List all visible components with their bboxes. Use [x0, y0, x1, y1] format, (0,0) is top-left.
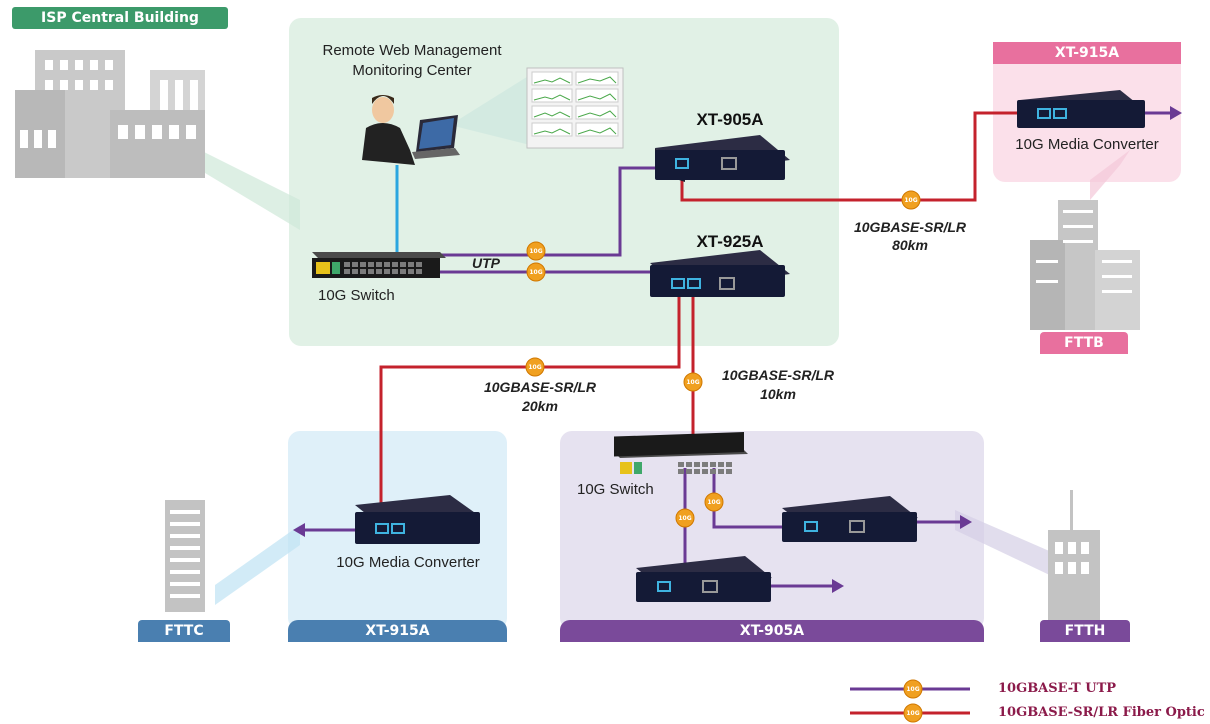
switch-bottom-label: 10G Switch	[577, 481, 654, 498]
monitoring-label-line1: Remote Web Management	[322, 42, 502, 59]
badge-legend-fiber	[903, 703, 923, 723]
legend-fiber-label: 10GBASE-SR/LR Fiber Optic	[998, 705, 1205, 720]
ftth-beam	[955, 510, 1070, 580]
fttb-badge: FTTB	[1040, 332, 1128, 354]
fttb-beam	[1090, 150, 1130, 200]
xt915a-bottom-badge: XT-915A	[288, 620, 507, 642]
isp-building-badge: ISP Central Building	[12, 7, 228, 29]
fttc-badge: FTTC	[138, 620, 230, 642]
operator-icon	[362, 95, 460, 165]
xt925a-device	[650, 250, 790, 297]
monitor-beam	[450, 75, 530, 145]
link-20km-line1: 10GBASE-SR/LR	[483, 379, 597, 395]
legend-utp-label: 10GBASE-T UTP	[998, 681, 1117, 696]
xt905a-bottom-badge: XT-905A	[560, 620, 984, 642]
arrow-left-1	[293, 523, 305, 537]
link-10km-line1: 10GBASE-SR/LR	[721, 367, 835, 383]
badge-10g-text-2: 10G	[904, 197, 917, 204]
monitoring-label-line2: Monitoring Center	[352, 62, 472, 79]
switch-top-icon	[312, 252, 446, 278]
switch-top-label: 10G Switch	[318, 287, 395, 304]
media-converter-right-label: 10G Media Converter	[1015, 136, 1159, 153]
badge-legend-utp	[903, 679, 923, 699]
utp-switch2-to-xt905a-a	[712, 468, 782, 529]
fttb-building-icon	[1030, 200, 1140, 330]
isp-beam	[200, 150, 300, 230]
xt905a-bottom-b-device	[636, 556, 772, 602]
xt905a-bottom-a-device	[782, 496, 918, 542]
badge-utp-1	[526, 241, 546, 261]
xt915a-left-device	[355, 495, 480, 544]
badges	[525, 190, 923, 723]
badge-10g-text-7: 10G	[906, 686, 919, 693]
fttc-building-icon	[165, 500, 205, 612]
fttc-beam	[215, 525, 300, 605]
utp-switch-to-xt905a	[440, 166, 655, 257]
badge-utp-3	[704, 492, 724, 512]
badge-utp-4	[675, 508, 695, 528]
badge-fiber-80km	[901, 190, 921, 210]
isp-building-icon	[15, 50, 205, 178]
xt915a-right-device	[1017, 90, 1145, 128]
arrow-right-2	[960, 515, 972, 529]
ftth-building-icon	[1048, 490, 1100, 620]
link-80km-line2: 80km	[892, 237, 928, 253]
badge-10g-text-1: 10G	[529, 269, 542, 276]
badge-10g-text-3: 10G	[528, 364, 541, 371]
badge-fiber-20km	[525, 357, 545, 377]
link-80km-line1: 10GBASE-SR/LR	[853, 219, 967, 235]
switch-bottom-icon	[614, 432, 748, 474]
badge-10g-text-4: 10G	[686, 379, 699, 386]
link-10km-line2: 10km	[760, 386, 796, 402]
xt915a-right-badge: XT-915A	[993, 42, 1181, 64]
media-converter-left-label: 10G Media Converter	[336, 554, 480, 571]
arrow-right-3	[832, 579, 844, 593]
ftth-badge: FTTH	[1040, 620, 1130, 642]
link-20km-line2: 20km	[522, 398, 558, 414]
fiber-80km	[680, 111, 1020, 202]
badge-fiber-10km	[683, 372, 703, 392]
xt905a-top-title: XT-905A	[696, 110, 764, 129]
xt925a-title: XT-925A	[696, 232, 764, 251]
arrow-right-1	[1170, 106, 1182, 120]
badge-10g-text-5: 10G	[707, 499, 720, 506]
monitoring-screens-icon	[526, 67, 624, 149]
xt905a-top-device	[655, 135, 790, 182]
utp-label: UTP	[472, 255, 500, 271]
badge-utp-2	[526, 262, 546, 282]
badge-10g-text-0: 10G	[529, 248, 542, 255]
badge-10g-text-6: 10G	[678, 515, 691, 522]
badge-10g-text-8: 10G	[906, 710, 919, 717]
